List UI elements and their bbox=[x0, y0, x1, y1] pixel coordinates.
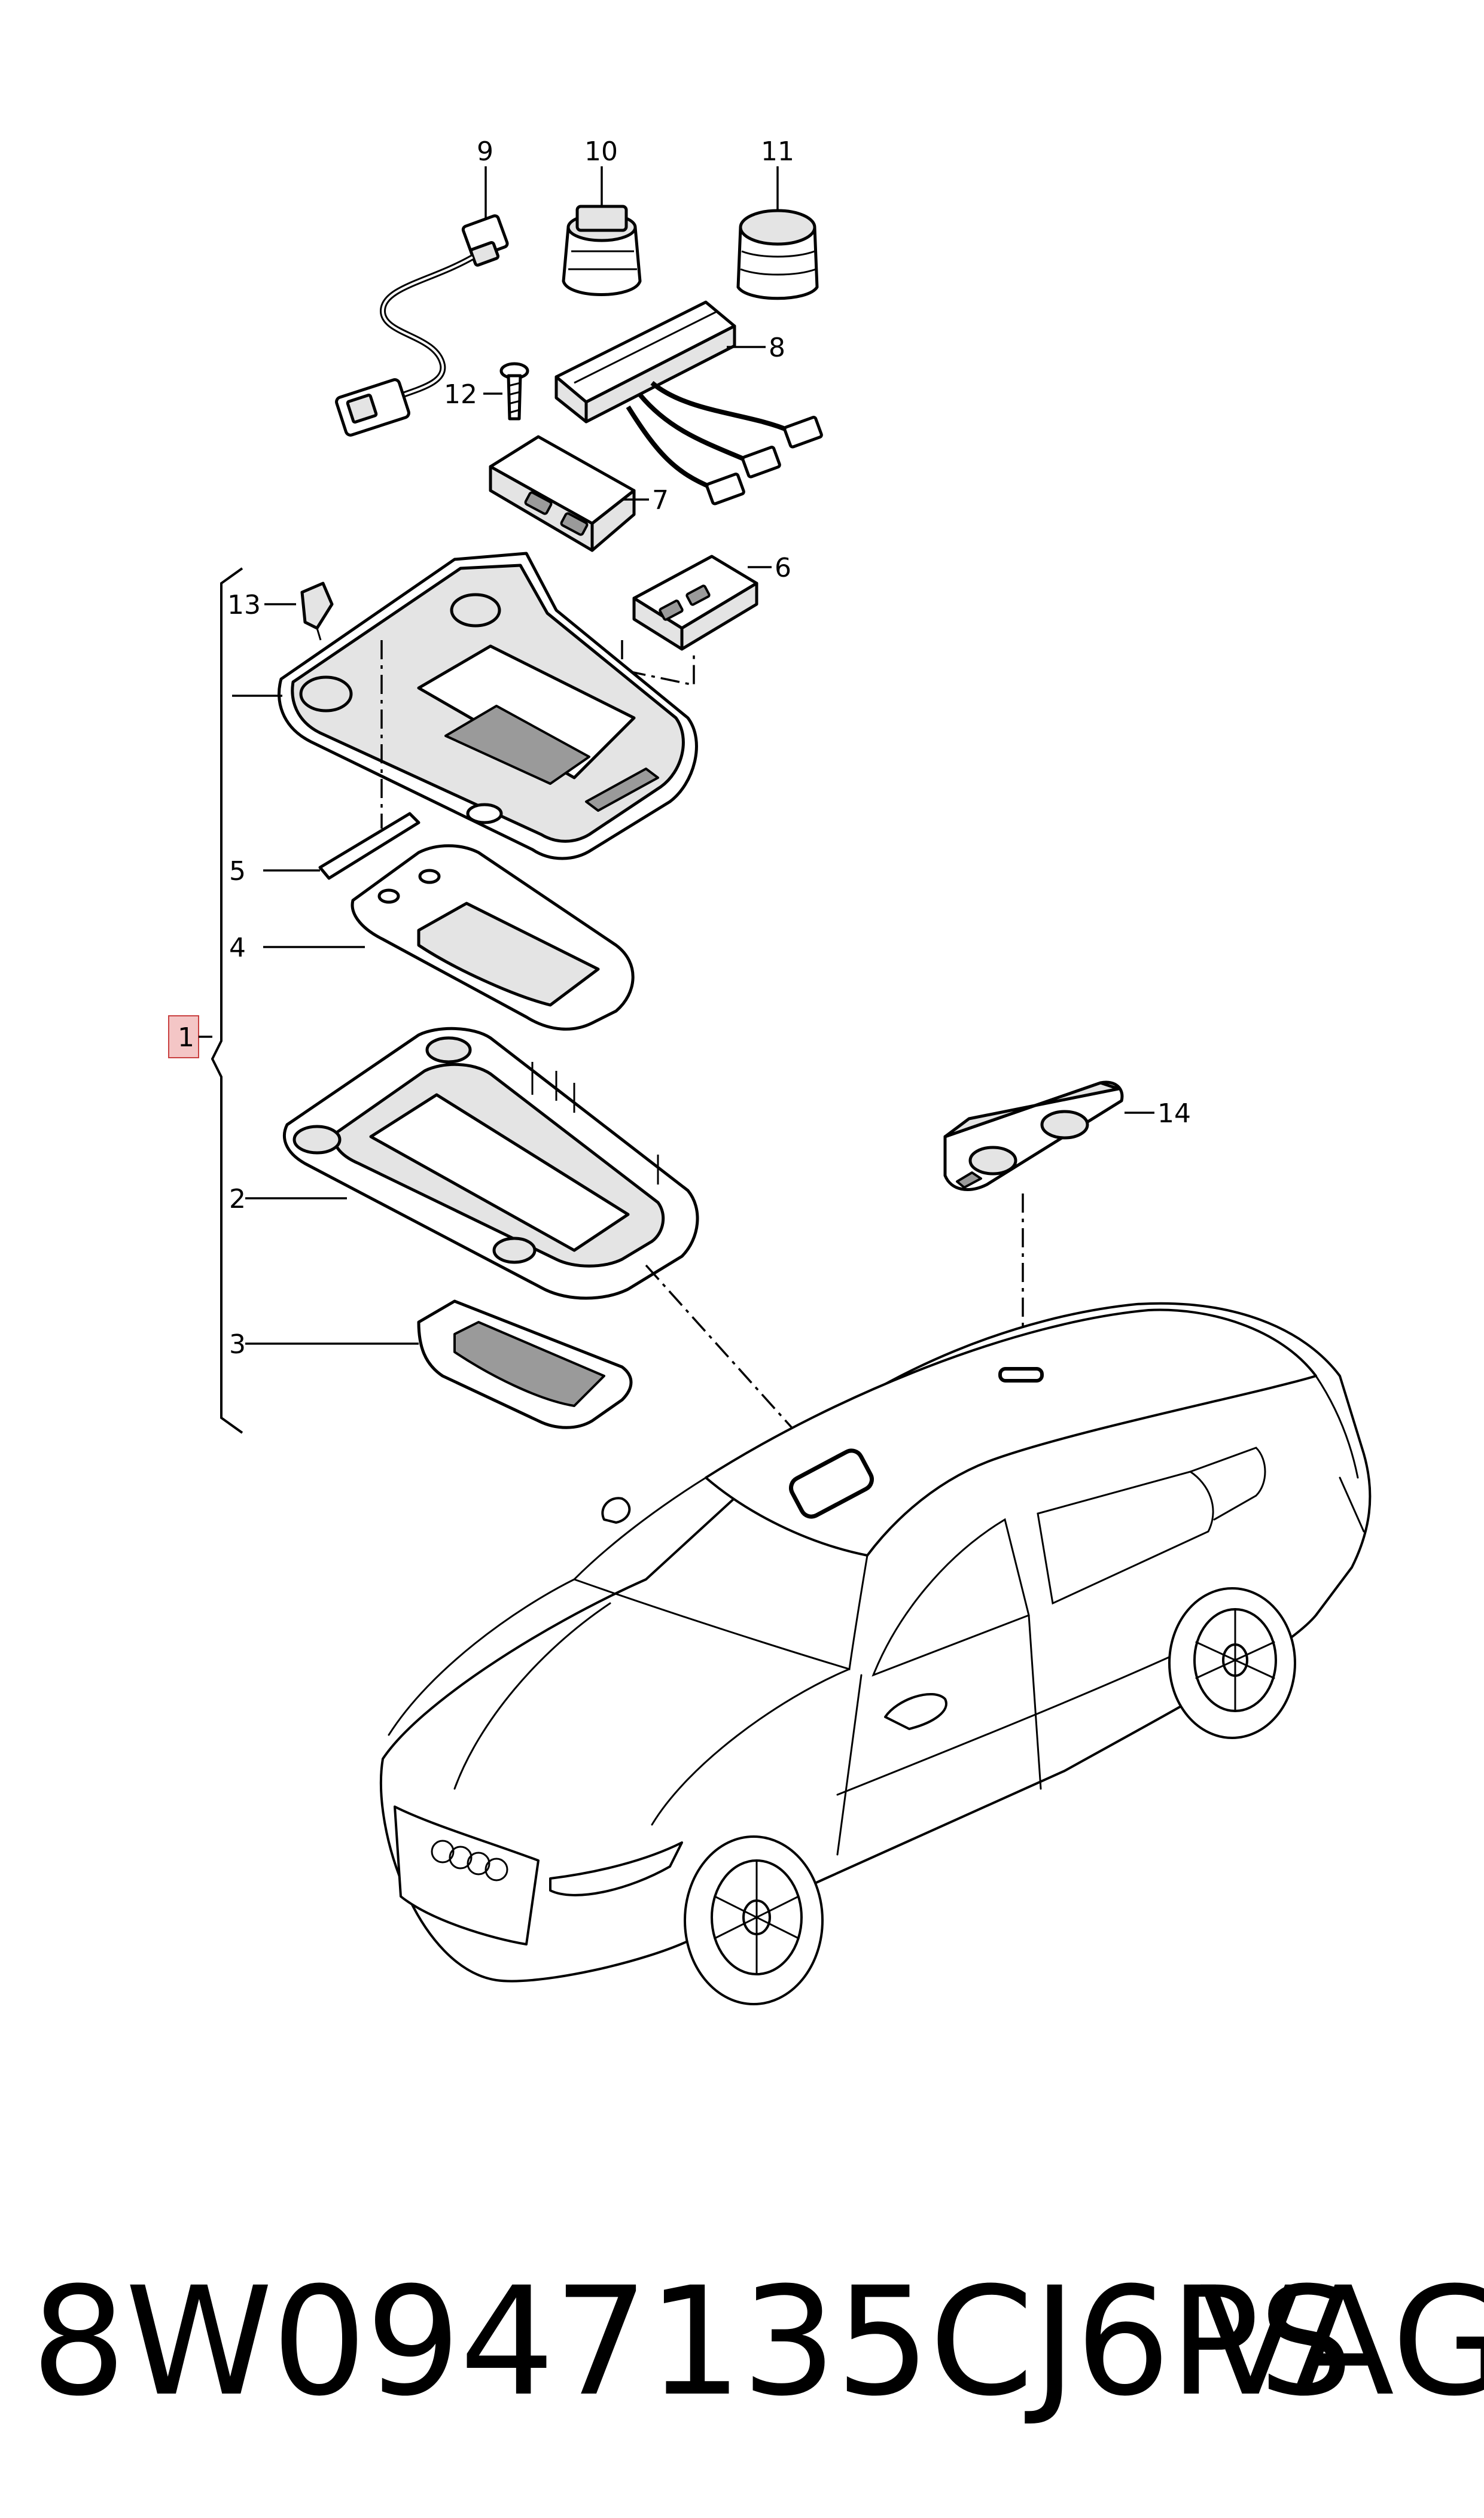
part-14-rear-light bbox=[943, 1080, 1154, 1191]
part-3-cover bbox=[245, 1299, 633, 1429]
part-11-bulb-cap bbox=[736, 166, 819, 300]
callout-10: 10 bbox=[584, 136, 618, 167]
callout-13: 13 bbox=[227, 590, 261, 620]
callout-7: 7 bbox=[652, 485, 669, 516]
part-9-wiring-harness bbox=[335, 166, 509, 437]
callout-5: 5 bbox=[229, 856, 246, 887]
part-number-text: 8W0947135CJ6PS bbox=[31, 2255, 1353, 2429]
callout-3: 3 bbox=[229, 1329, 246, 1360]
part-12-screw bbox=[483, 362, 529, 421]
callout-6: 6 bbox=[775, 553, 791, 583]
callout-11: 11 bbox=[761, 136, 794, 167]
part-13-clip bbox=[264, 581, 334, 641]
part-6-switch-module bbox=[621, 555, 772, 687]
callout-14: 14 bbox=[1157, 1098, 1191, 1129]
part-10-lamp-socket bbox=[562, 166, 642, 296]
part-4-lens bbox=[263, 844, 635, 1031]
part-2-frame bbox=[245, 1027, 699, 1300]
callout-4: 4 bbox=[229, 933, 246, 963]
part-8-control-unit bbox=[554, 300, 823, 506]
part-5-trim-strip bbox=[263, 812, 420, 880]
callout-2: 2 bbox=[229, 1184, 246, 1214]
assembly-bracket bbox=[168, 567, 243, 1434]
car-outline bbox=[380, 1302, 1372, 2005]
part-7-bracket bbox=[489, 435, 649, 552]
callout-12: 12 bbox=[444, 379, 477, 410]
callout-9: 9 bbox=[477, 136, 493, 167]
callout-1: 1 bbox=[178, 1022, 194, 1053]
brand-text: VAG bbox=[1199, 2255, 1484, 2429]
roof-console-housing bbox=[232, 552, 698, 860]
callout-8: 8 bbox=[769, 333, 785, 363]
